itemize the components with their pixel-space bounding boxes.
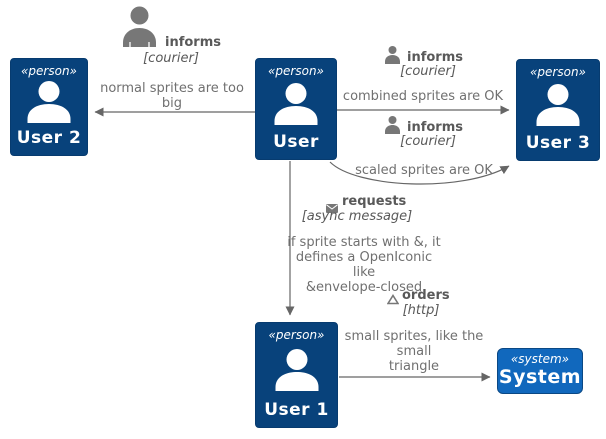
person-icon — [26, 81, 72, 127]
stereotype-label: «person» — [268, 64, 324, 78]
edge-tech-http: [http] — [402, 303, 440, 318]
edge-tech-async-message: [async message] — [301, 209, 413, 224]
edge-label-informs: informs — [407, 120, 463, 135]
edge-description: if sprite starts with &, it defines a Op… — [287, 235, 441, 295]
edge-label-informs: informs — [407, 50, 463, 65]
person-node-user3: «person» User 3 — [516, 59, 600, 161]
edge-description: combined sprites are OK — [342, 89, 504, 104]
edge-description: small sprites, like the small triangle — [344, 329, 484, 374]
edge-tech-courier: [courier] — [400, 134, 456, 149]
node-name: User 1 — [264, 400, 329, 420]
person-sprite-icon-small — [384, 116, 401, 138]
person-node-user1: «person» User 1 — [255, 322, 338, 428]
edge-label-requests: requests — [342, 194, 407, 209]
envelope-icon — [326, 198, 338, 217]
stereotype-label: «person» — [530, 65, 586, 79]
stereotype-label: «person» — [268, 328, 325, 342]
stereotype-label: «system» — [510, 352, 570, 366]
edge-description: scaled sprites are OK — [355, 163, 493, 178]
person-sprite-icon-large — [121, 6, 158, 51]
edge-tech-courier: [courier] — [400, 64, 456, 79]
node-name: User 3 — [525, 133, 591, 153]
triangle-icon — [386, 290, 400, 309]
edge-description: normal sprites are too big — [100, 81, 244, 111]
edge-label-orders: orders — [402, 288, 450, 303]
node-name: User — [273, 132, 319, 152]
node-name: System — [498, 366, 582, 388]
person-node-user2: «person» User 2 — [10, 58, 88, 156]
person-icon — [273, 83, 319, 129]
person-icon — [274, 349, 320, 395]
person-icon — [535, 84, 581, 130]
edge-user-to-user3-curved — [329, 161, 510, 185]
edge-tech-courier: [courier] — [143, 51, 199, 66]
node-name: User 2 — [16, 128, 82, 148]
edge-label-informs: informs — [165, 35, 221, 50]
stereotype-label: «person» — [21, 64, 77, 78]
system-node-system: «system» System — [497, 348, 583, 394]
person-node-user: «person» User — [255, 58, 337, 160]
person-sprite-icon-small — [384, 46, 401, 68]
